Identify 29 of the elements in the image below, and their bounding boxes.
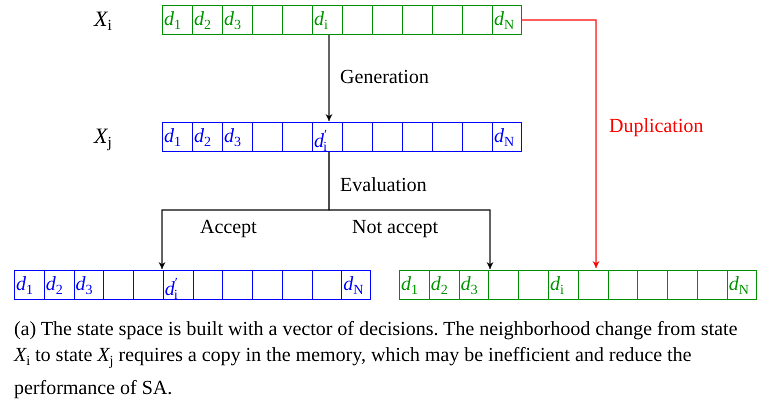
decision-variable: d$_{N}$ bbox=[494, 8, 514, 35]
decision-vector bbox=[162, 5, 522, 35]
state-label: X$_{i}$ bbox=[94, 6, 112, 35]
decision-vector bbox=[399, 270, 757, 300]
caption: (a) The state space is built with a vector of decisions. The neighborhood change from state X$_{i}$ to state X$_{j}$ requires a copy in the memory, which may be inefficient and reduce the performance of SA. bbox=[14, 317, 738, 401]
decision-variable: d$_{1}$ bbox=[401, 273, 418, 300]
decision-variable: d$_{N}$ bbox=[343, 273, 364, 300]
decision-variable: d$_{3}$ bbox=[224, 8, 241, 35]
decision-variable: d$_{2}$ bbox=[194, 8, 211, 35]
decision-variable: d$_{N}$ bbox=[494, 125, 514, 152]
arrow bbox=[326, 35, 332, 121]
decision-variable: d$_{i}$ bbox=[550, 273, 564, 300]
decision-variable: d$_{i}$ bbox=[314, 8, 328, 35]
state-label: X$_{j}$ bbox=[94, 123, 112, 152]
decision-variable: d$_{N}$ bbox=[728, 273, 749, 300]
decision-variable: d$_{1}$ bbox=[164, 8, 181, 35]
decision-vector bbox=[14, 270, 371, 300]
decision-variable: d$_{2}$ bbox=[194, 125, 211, 152]
arrow bbox=[328, 152, 494, 269]
decision-variable: d$_{1}$ bbox=[164, 125, 181, 152]
decision-variable: d$_{2}$ bbox=[430, 273, 448, 300]
decision-variable: d$_{3}$ bbox=[76, 273, 92, 300]
arrow bbox=[522, 19, 600, 268]
decision-variable: d$_{3}$ bbox=[460, 273, 478, 300]
edge-label: Duplication bbox=[609, 115, 704, 138]
decision-variable: d$_{2}$ bbox=[46, 273, 63, 300]
decision-vector bbox=[162, 122, 522, 152]
decision-variable: d$_{1}$ bbox=[16, 273, 33, 300]
decision-variable: d$_{3}$ bbox=[224, 125, 241, 152]
